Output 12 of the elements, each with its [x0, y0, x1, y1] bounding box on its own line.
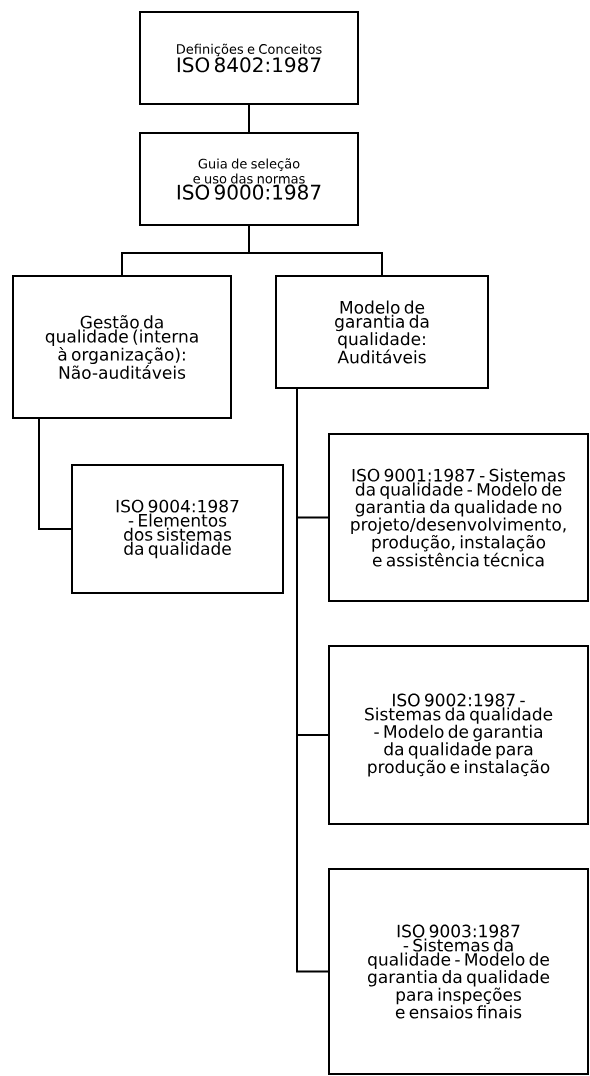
standard-box: Definições e Conceitos ISO 8402:1987	[139, 11, 359, 105]
standard-box: ISO 9002:1987 - Sistemas da qualidade - Modelo de garantia da qualidade para produção e instalação	[328, 645, 589, 825]
connector-line	[248, 225, 383, 276]
standard-box: ISO 9003:1987 - Sistemas da qualidade - Modelo de garantia da qualidade para inspeções e ensaios finais	[328, 868, 589, 1075]
standard-box: ISO 9001:1987 - Sistemas da qualidade - Modelo de garantia da qualidade no projeto/desenvolvimento, produção, instalação e assistência técnica	[328, 433, 589, 602]
connector-line	[38, 418, 72, 530]
connector-line	[248, 104, 250, 133]
standard-box: Modelo de garantia da qualidade: Auditáveis	[275, 275, 489, 389]
connector-line	[296, 388, 329, 973]
standard-box: Gestão da qualidade (interna à organização): Não-auditáveis	[12, 275, 232, 419]
standard-box: ISO 9004:1987 - Elementos dos sistemas da qualidade	[71, 464, 284, 594]
standard-box: Guia de seleção e uso das normas ISO 9000:1987	[139, 132, 359, 226]
